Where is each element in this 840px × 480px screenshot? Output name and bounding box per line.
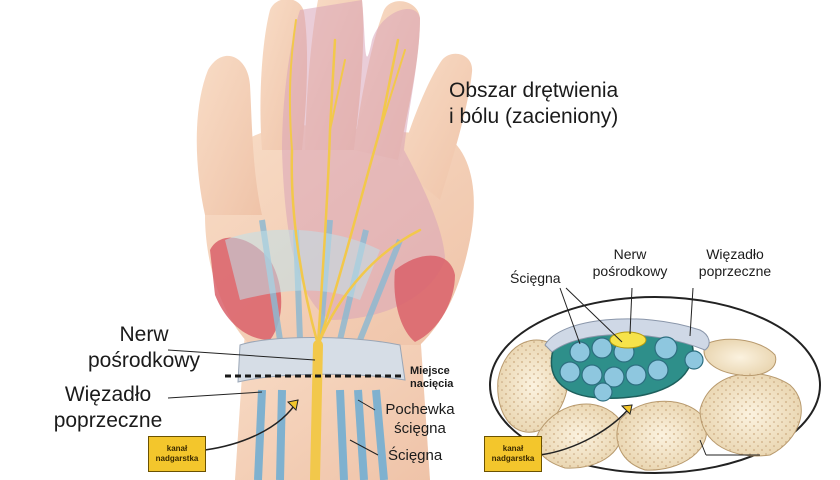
palmar-fascia: [225, 229, 380, 300]
median-nerve-label-left-line1: Nerw: [119, 323, 169, 346]
tendon-sheath-label-line1: Pochewka: [385, 401, 455, 418]
numbness-label: Obszar drętwienia i bólu (zacieniony): [449, 78, 618, 130]
tendons-label-right: Ścięgna: [510, 270, 561, 286]
numbness-label-line2: i bólu (zacieniony): [449, 105, 619, 128]
hand-illustration: [167, 0, 474, 480]
median-nerve-label-right-line1: Nerw: [613, 246, 647, 262]
tendon-sheath-label: Pochewka ścięgna: [380, 400, 460, 438]
canal-arrowhead-right: [620, 404, 633, 415]
canal-arrow-right: [539, 404, 633, 456]
little-finger: [398, 53, 473, 200]
canal-arrowhead-left: [286, 399, 299, 412]
median-nerve-label-right: Nerw pośrodkowy: [585, 246, 675, 280]
median-nerve-section: [609, 331, 647, 349]
carpal-canal-box-right-line1: kanał: [502, 444, 524, 453]
ligament-label-left-line1: Więzadło: [64, 383, 152, 406]
ligament-label-left-line2: poprzeczne: [53, 409, 163, 432]
carpal-canal-box-left-line2: nadgarstka: [155, 454, 199, 463]
ligament-label-right-line2: poprzeczne: [698, 263, 772, 279]
incision-label-line1: Miejsce: [410, 365, 450, 377]
cross-leader-lines: [559, 287, 760, 456]
thumb: [196, 55, 262, 216]
median-nerve-label-right-line2: pośrodkowy: [592, 263, 668, 279]
hypothenar-muscle: [394, 255, 455, 342]
carpal-canal-box-right-line2: nadgarstka: [491, 454, 535, 463]
ligament-label-right: Więzadło poprzeczne: [680, 246, 790, 280]
transverse-ligament-section: [544, 318, 710, 353]
incision-label: Miejsce nacięcia: [410, 365, 453, 391]
median-nerve: [288, 19, 422, 480]
median-nerve-label-left: Nerw pośrodkowy: [84, 322, 204, 374]
median-nerve-label-left-line2: pośrodkowy: [87, 349, 201, 372]
carpal-canal-box-left: kanał nadgarstka: [148, 436, 206, 472]
numbness-label-line1: Obszar drętwienia: [449, 79, 619, 102]
tendon-sheath-label-line2: ścięgna: [394, 420, 446, 437]
ligament-label-left: Więzadło poprzeczne: [48, 382, 168, 434]
tendons-label-bottom: Ścięgna: [388, 447, 443, 464]
wrist-tendons: [254, 389, 388, 480]
cross-section-illustration: [489, 287, 821, 474]
carpal-canal-box-left-line1: kanał: [166, 444, 188, 453]
incision-label-line2: nacięcia: [410, 378, 454, 390]
leader-lines: [167, 349, 379, 456]
tendon-cross-sections: [559, 336, 704, 402]
canal-arrow-left: [204, 399, 299, 451]
ligament-label-right-line1: Więzadło: [706, 246, 764, 262]
carpal-canal-box-right: kanał nadgarstka: [484, 436, 542, 472]
carpal-bones: [497, 338, 802, 471]
